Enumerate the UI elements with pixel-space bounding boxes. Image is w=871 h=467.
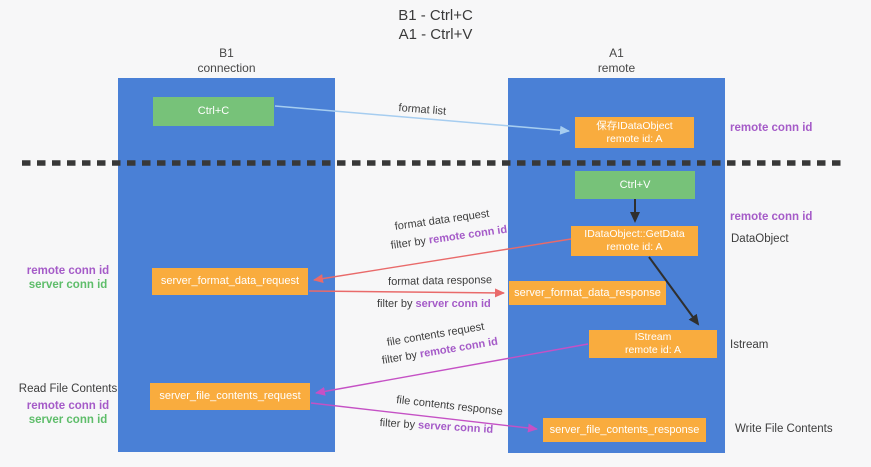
right-remote-conn-id-label-1: remote conn id [730,122,813,134]
istream-line1: IStream [634,331,672,343]
format-list-label: format list [398,102,447,118]
write-file-contents-label: Write File Contents [735,423,833,435]
server-conn-id-text: server conn id [415,298,491,310]
filter-by-text: filter by [390,235,427,252]
lifeline-header-b1: B1 connection [118,46,335,76]
dataobject-label: DataObject [731,233,789,245]
server-file-contents-response-box: server_file_contents_response [543,418,706,442]
lifeline-header-a1: A1 remote [508,46,725,76]
istream-line2: remote id: A [624,344,682,356]
ctrl-v-box: Ctrl+V [575,171,695,199]
filter-by-text: filter by [381,349,418,367]
remote-conn-id-text: remote conn id [428,223,508,247]
server-format-data-response-box: server_format_data_response [509,281,666,305]
lifeline-a1-role: remote [597,61,636,75]
getdata-line2: remote id: A [606,241,663,253]
istream-box: IStream remote id: A [589,330,717,358]
server-format-data-request-box: server_format_data_request [152,268,308,295]
filter-by-server-conn-id-label-1: filter by server conn id [377,298,491,310]
format-data-response-label: format data response [388,274,493,288]
title-line-a1: A1 - Ctrl+V [398,26,473,43]
save-idataobject-line1: 保存IDataObject [596,119,673,132]
title-line-b1: B1 - Ctrl+C [398,7,473,24]
lifeline-b1-role: connection [197,61,256,75]
remote-conn-id-label: remote conn id [26,400,110,412]
istream-label: Istream [730,339,769,351]
left-read-file-group: Read File Contents remote conn id server… [18,382,118,427]
diagram-title: B1 - Ctrl+C A1 - Ctrl+V [0,6,871,44]
filter-by-text: filter by [379,417,416,432]
ctrl-c-box: Ctrl+C [153,97,274,126]
file-contents-response-label: file contents response [395,394,504,419]
server-conn-id-label: server conn id [28,414,108,426]
server-conn-id-text: server conn id [417,419,494,436]
idataobject-getdata-box: IDataObject::GetData remote id: A [571,226,698,256]
filter-by-text: filter by [377,298,413,310]
getdata-line1: IDataObject::GetData [584,228,685,240]
remote-conn-id-label: remote conn id [26,265,110,277]
server-file-contents-request-box: server_file_contents_request [150,383,310,410]
format-data-response-arrow [308,288,505,298]
filter-by-server-conn-id-label-2: filter by server conn id [379,417,493,436]
lifeline-b1-name: B1 [219,46,234,60]
server-conn-id-label: server conn id [28,279,108,291]
lifeline-a1-name: A1 [609,46,624,60]
left-conn-id-group-1: remote conn id server conn id [20,264,116,292]
save-idataobject-line2: remote id: A [606,132,663,145]
read-file-contents-label: Read File Contents [18,383,118,395]
right-remote-conn-id-label-2: remote conn id [730,211,813,223]
save-idataobject-box: 保存IDataObject remote id: A [575,117,694,148]
